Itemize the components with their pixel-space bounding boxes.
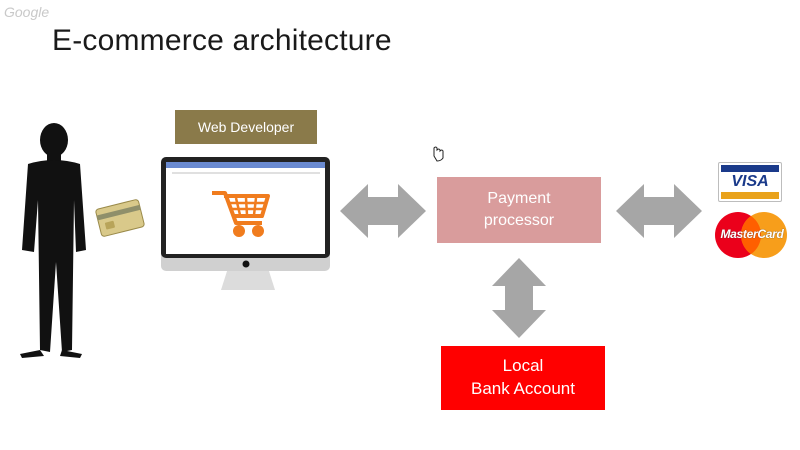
- google-watermark: Google: [4, 4, 50, 20]
- web-developer-box: Web Developer: [175, 110, 317, 144]
- visa-logo-text: VISA: [731, 173, 769, 190]
- payment-processor-line2: processor: [483, 212, 555, 229]
- shopping-cart-icon: [212, 191, 270, 237]
- credit-card-icon: [95, 199, 145, 237]
- visa-stripe-top: [721, 165, 779, 172]
- local-bank-account-box: Local Bank Account: [441, 346, 605, 410]
- mastercard-logo: [715, 212, 787, 258]
- visa-stripe-bottom: [721, 192, 779, 199]
- arrow-payment-cards: [616, 184, 702, 238]
- web-developer-label: Web Developer: [197, 118, 295, 135]
- local-bank-line2: Bank Account: [471, 379, 575, 398]
- payment-processor-line1: Payment: [487, 190, 551, 208]
- mastercard-logo-text-wrap: MasterCard: [714, 212, 790, 258]
- slide-title: E-commerce architecture: [52, 24, 392, 57]
- visa-logo: VISA: [718, 162, 782, 202]
- arrow-payment-bank: [492, 258, 546, 338]
- local-bank-line1: Local: [502, 356, 544, 376]
- mastercard-logo-text: MasterCard: [720, 227, 784, 241]
- arrow-monitor-payment: [340, 184, 426, 238]
- person-silhouette-icon: [20, 123, 86, 358]
- cursor-hand-icon: [433, 146, 444, 162]
- payment-processor-box: Payment processor: [437, 177, 601, 243]
